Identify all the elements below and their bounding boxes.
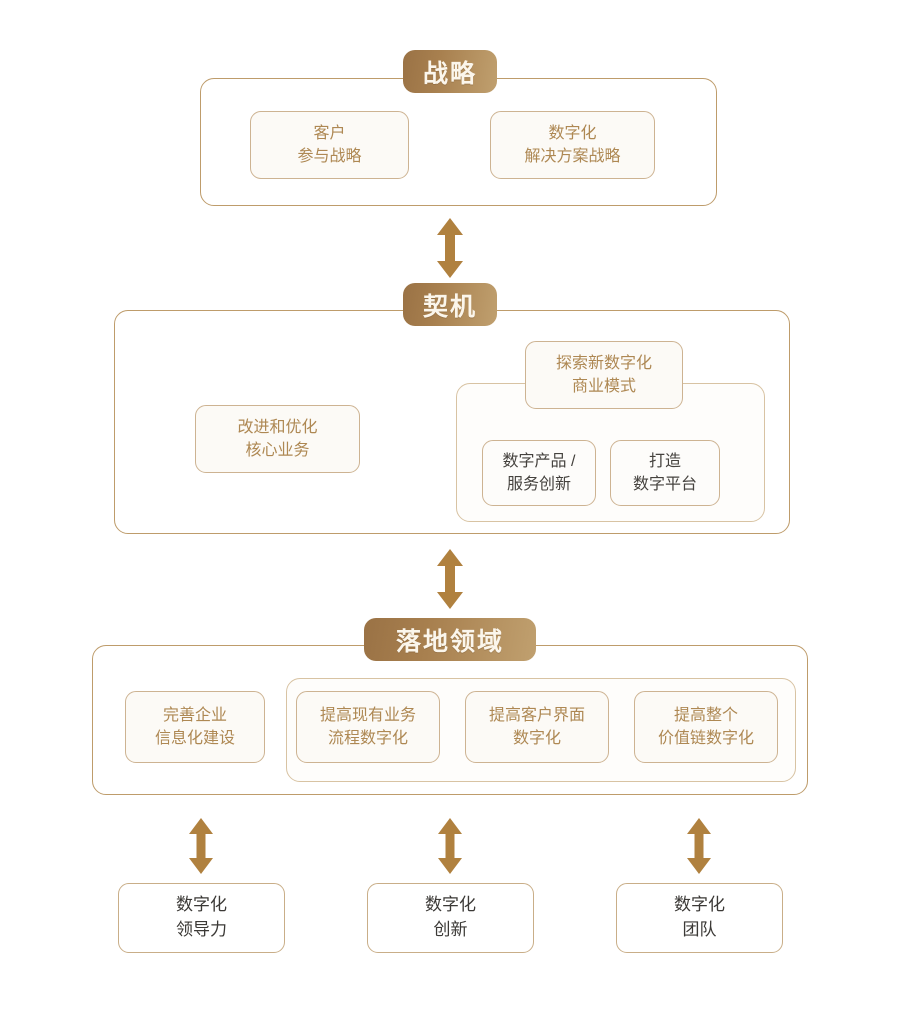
card-value-chain-digital[interactable]: 提高整个 价值链数字化 xyxy=(634,691,778,763)
card-line: 信息化建设 xyxy=(154,730,235,747)
card-line: 数字化 xyxy=(425,895,476,915)
card-line: 探索新数字化 xyxy=(555,354,652,372)
card-line: 提高现有业务 xyxy=(319,706,416,724)
card-customer-engagement[interactable]: 客户 参与战略 xyxy=(250,111,409,179)
card-build-digital-platform[interactable]: 打造 数字平台 xyxy=(610,440,720,506)
card-explore-new-digital-model[interactable]: 探索新数字化 商业模式 xyxy=(525,341,683,409)
card-existing-process-digital[interactable]: 提高现有业务 流程数字化 xyxy=(296,691,440,763)
card-improve-core-business[interactable]: 改进和优化 核心业务 xyxy=(195,405,360,473)
card-digital-innovation[interactable]: 数字化 创新 xyxy=(367,883,534,953)
card-line: 核心业务 xyxy=(245,442,310,459)
card-line: 解决方案战略 xyxy=(524,148,621,165)
card-line: 数字平台 xyxy=(632,476,697,493)
connector-strategy-opportunity-arrow xyxy=(436,218,464,278)
section-badge-landing-domains: 落地领域 xyxy=(364,618,536,661)
card-line: 数字化 xyxy=(512,730,561,747)
card-line: 提高客户界面 xyxy=(488,706,585,724)
card-line: 领导力 xyxy=(176,920,227,939)
card-customer-interface-digital[interactable]: 提高客户界面 数字化 xyxy=(465,691,609,763)
card-line: 商业模式 xyxy=(571,378,636,395)
section-badge-strategy: 战略 xyxy=(403,50,497,93)
connector-landing-team-arrow xyxy=(686,818,712,874)
card-line: 价值链数字化 xyxy=(657,730,754,747)
card-digital-leadership[interactable]: 数字化 领导力 xyxy=(118,883,285,953)
card-line: 数字产品 / xyxy=(502,452,576,470)
card-digital-product-service[interactable]: 数字产品 / 服务创新 xyxy=(482,440,596,506)
section-badge-opportunity: 契机 xyxy=(403,283,497,326)
card-line: 流程数字化 xyxy=(327,730,408,747)
card-line: 改进和优化 xyxy=(237,418,318,436)
card-enterprise-informatization[interactable]: 完善企业 信息化建设 xyxy=(125,691,265,763)
card-line: 提高整个 xyxy=(673,706,738,724)
card-line: 团队 xyxy=(682,920,717,939)
card-digital-solution-strategy[interactable]: 数字化 解决方案战略 xyxy=(490,111,655,179)
card-digital-team[interactable]: 数字化 团队 xyxy=(616,883,783,953)
card-line: 数字化 xyxy=(176,895,227,915)
connector-landing-innovation-arrow xyxy=(437,818,463,874)
card-line: 参与战略 xyxy=(297,148,362,165)
card-line: 数字化 xyxy=(674,895,725,915)
connector-landing-leadership-arrow xyxy=(188,818,214,874)
card-line: 完善企业 xyxy=(162,706,227,724)
card-line: 打造 xyxy=(648,452,681,470)
card-line: 服务创新 xyxy=(506,476,571,493)
card-line: 客户 xyxy=(313,124,346,142)
connector-opportunity-landing-arrow xyxy=(436,549,464,609)
card-line: 数字化 xyxy=(548,124,597,142)
card-line: 创新 xyxy=(433,920,468,939)
